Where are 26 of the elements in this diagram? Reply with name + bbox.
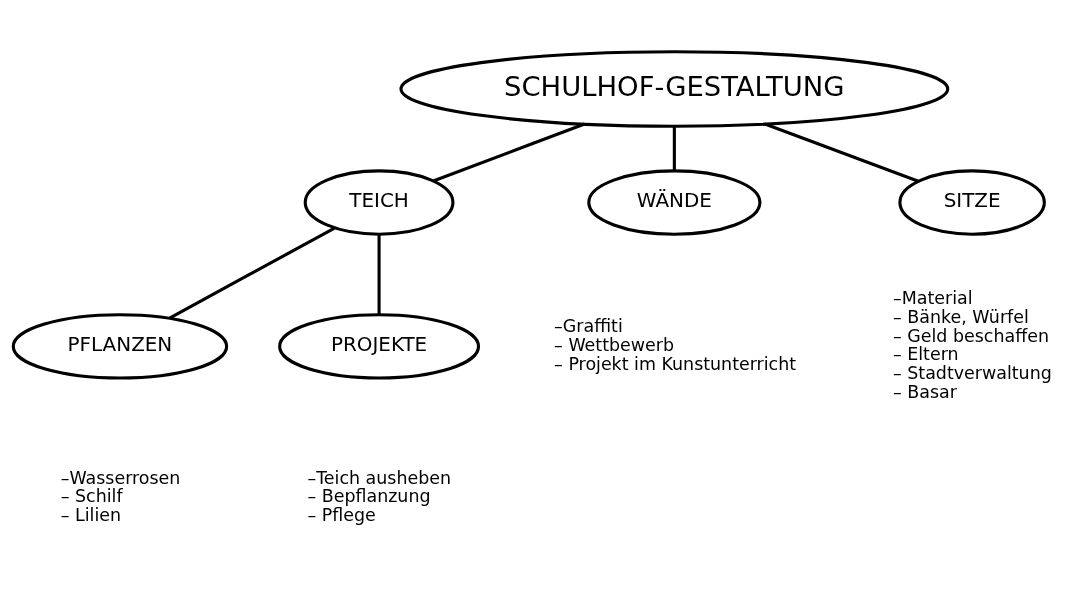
node-label: – Lilien (60, 505, 122, 526)
node-ellipse: TEICH (303, 169, 455, 236)
node-label: – Projekt im Kunstunterricht (554, 353, 797, 374)
node-ellipse: SITZE (898, 169, 1046, 236)
connector (168, 226, 336, 320)
node-label: – Wettbewerb (554, 335, 675, 356)
node-ellipse: WÄNDE (587, 169, 762, 236)
node-label: –Graffiti (554, 316, 623, 337)
node-ellipse: SCHULHOF-GESTALTUNG (399, 50, 950, 128)
node-ellipse: PROJEKTE (278, 313, 481, 380)
node-label: – Schilf (60, 486, 123, 507)
node-label: – Pflege (307, 505, 376, 526)
connector (764, 122, 919, 183)
connector (432, 122, 586, 183)
connector (377, 234, 381, 315)
node-label: –Wasserrosen (60, 467, 181, 488)
node-label: – Bänke, Würfel (893, 306, 1029, 327)
node-label: – Stadtverwaltung (893, 363, 1052, 384)
node-label: – Bepflanzung (307, 486, 431, 507)
node-ellipse: PFLANZEN (11, 313, 229, 380)
connector (672, 126, 676, 171)
node-label: – Basar (893, 381, 957, 402)
node-label: – Geld beschaffen (893, 325, 1049, 346)
node-label: –Material (893, 288, 973, 309)
node-label: –Teich ausheben (307, 467, 452, 488)
node-label: – Eltern (893, 344, 959, 365)
